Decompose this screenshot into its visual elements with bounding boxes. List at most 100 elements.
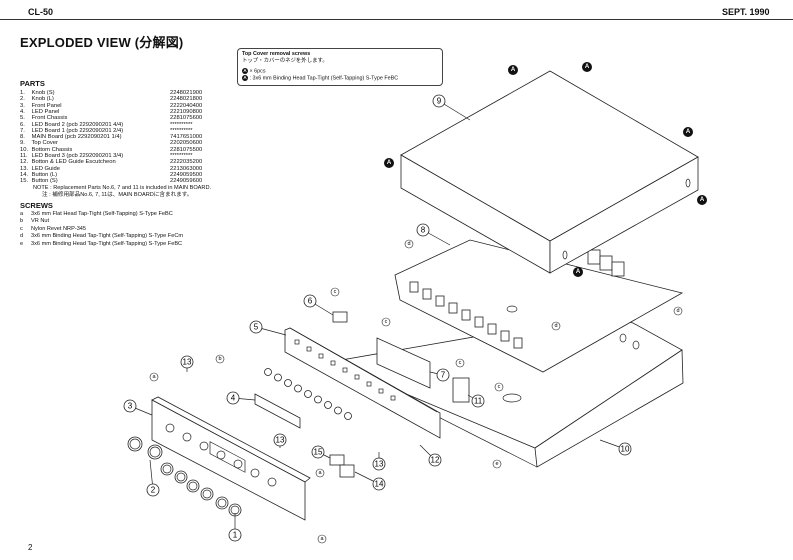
parts-note: NOTE : Replacement Parts No.6, 7 and 11 … <box>33 185 212 191</box>
part-callout-15: 15 <box>311 445 325 459</box>
cover-screw-a-mark-icon: A <box>384 158 394 168</box>
part-code: 2281075500 <box>170 146 203 153</box>
part-callout-3: 3 <box>123 399 137 413</box>
callout-number: 15 <box>314 448 323 457</box>
screw-row: d 3x6 mm Binding Head Tap-Tight (Self-Tap… <box>20 233 183 240</box>
callout-letter: a <box>152 374 156 380</box>
svg-text:A: A <box>585 64 590 70</box>
cover-screw-a-mark-icon: A <box>573 267 583 277</box>
knobs-drawing <box>127 436 242 517</box>
part-name: Bottom Chassis <box>31 146 73 153</box>
part-name: Knob (S) <box>31 90 55 96</box>
part-number-index: 7. <box>20 127 25 134</box>
vr-nut <box>284 379 292 387</box>
vr-nut <box>294 384 302 393</box>
part-row: 6. LED Board 2 (pcb 2292090201 4/4)*****… <box>20 122 220 128</box>
callout-letter: e <box>495 461 498 467</box>
part-name: LED Guide <box>31 165 60 172</box>
part-number-index: 10. <box>20 146 29 153</box>
top-cover-screw-qty: × 6pcs <box>249 68 266 75</box>
screw-letter: b <box>20 218 24 225</box>
part-callout-13: 13 <box>273 433 287 447</box>
screw-callout-c: c <box>381 317 391 327</box>
screw-a-mark-icon: A <box>242 68 248 74</box>
header-rule <box>0 19 793 20</box>
part-number-index: 12. <box>20 159 29 166</box>
callout-number: 9 <box>437 97 442 106</box>
part-row: 15. Button (S)2249059600 <box>20 178 220 184</box>
screw-callout-a: a <box>317 534 327 544</box>
part-number-index: 5. <box>20 115 25 122</box>
callout-number: 13 <box>183 358 192 367</box>
part-row: 10. Bottom Chassis 2281075500 <box>20 147 220 153</box>
vr-nut <box>314 395 322 404</box>
part-code: ********** <box>170 127 193 134</box>
callout-letter: c <box>334 289 337 295</box>
part-number-index: 1. <box>20 90 25 96</box>
part-name: Knob (L) <box>31 96 54 103</box>
screw-callout-c: c <box>455 358 465 368</box>
top-cover-box-title-japanese: トップ・カバーのネジを外します。 <box>242 58 328 64</box>
callout-number: 14 <box>375 480 384 489</box>
part-number-index: 8. <box>20 134 25 141</box>
vr-nut <box>264 368 272 376</box>
front-chassis-drawing <box>264 327 441 439</box>
model-name: CL-50 <box>28 7 54 17</box>
svg-text:A: A <box>700 197 705 203</box>
part-code: 2248021800 <box>170 96 203 103</box>
callout-number: 3 <box>128 402 133 411</box>
cover-screw-a-mark-icon: A <box>582 62 592 72</box>
part-name: Top Cover <box>31 140 58 147</box>
callout-number: 5 <box>254 323 259 332</box>
screw-callout-a: a <box>315 468 325 478</box>
callout-number: 13 <box>375 460 384 469</box>
part-name: Button (L) <box>31 171 58 178</box>
callout-letter: d <box>407 241 410 247</box>
part-code: ********** <box>170 153 193 159</box>
part-callout-13: 13 <box>372 457 386 471</box>
part-number-index: 11. <box>20 153 28 159</box>
part-callout-6: 6 <box>303 294 317 308</box>
part-row: 5. Front Chassis 2281075600 <box>20 115 220 121</box>
part-code: 2249059500 <box>170 171 203 178</box>
callout-number: 7 <box>441 371 446 380</box>
part-name: Front Chassis <box>31 115 68 122</box>
button-l-drawing <box>339 464 355 478</box>
vr-nut <box>324 401 332 409</box>
screw-description: 3x6 mm Binding Head Tap-Tight (Self-Tapp… <box>31 233 184 240</box>
part-code: 2222040400 <box>170 102 203 109</box>
part-row: 11. LED Board 3 (pcb 2292090201 3/4) ****… <box>20 153 220 159</box>
callout-number: 4 <box>231 394 236 403</box>
button-s-drawing <box>329 454 345 466</box>
part-code: 2281075600 <box>170 115 203 122</box>
led-board-3-drawing <box>452 377 470 403</box>
screw-callout-c: c <box>330 287 340 297</box>
part-code: 2249059600 <box>170 178 203 185</box>
part-number-index: 4. <box>20 108 25 115</box>
part-row: 14. Button (L)2249059500 <box>20 172 220 178</box>
part-callout-7: 7 <box>436 368 450 382</box>
callout-number: 11 <box>474 397 483 406</box>
cover-screw-a-mark-icon: A <box>508 65 518 75</box>
part-name: LED Board 3 (pcb 2292090201 3/4) <box>31 153 124 159</box>
part-number-index: 3. <box>20 102 25 109</box>
part-callout-12: 12 <box>428 453 442 467</box>
led-panel-drawing <box>254 393 301 429</box>
part-number-index: 6. <box>20 121 25 128</box>
part-name: MAIN Board (pcb 2292090201 1/4) <box>31 134 122 141</box>
callout-letter: d <box>676 308 679 314</box>
screw-callout-d: d <box>551 321 561 331</box>
page-title: EXPLODED VIEW (分解図) <box>20 35 184 50</box>
cover-screw-a-mark-icon: A <box>683 127 693 137</box>
callout-letter: c <box>459 360 462 366</box>
part-name: LED Board 1 (pcb 2292090201 2/4) <box>31 127 124 134</box>
screws-heading: SCREWS <box>20 201 53 210</box>
part-callout-14: 14 <box>372 477 386 491</box>
screw-letter: d <box>20 233 24 240</box>
vr-nut <box>274 373 282 382</box>
screw-callout-d: d <box>404 239 414 249</box>
